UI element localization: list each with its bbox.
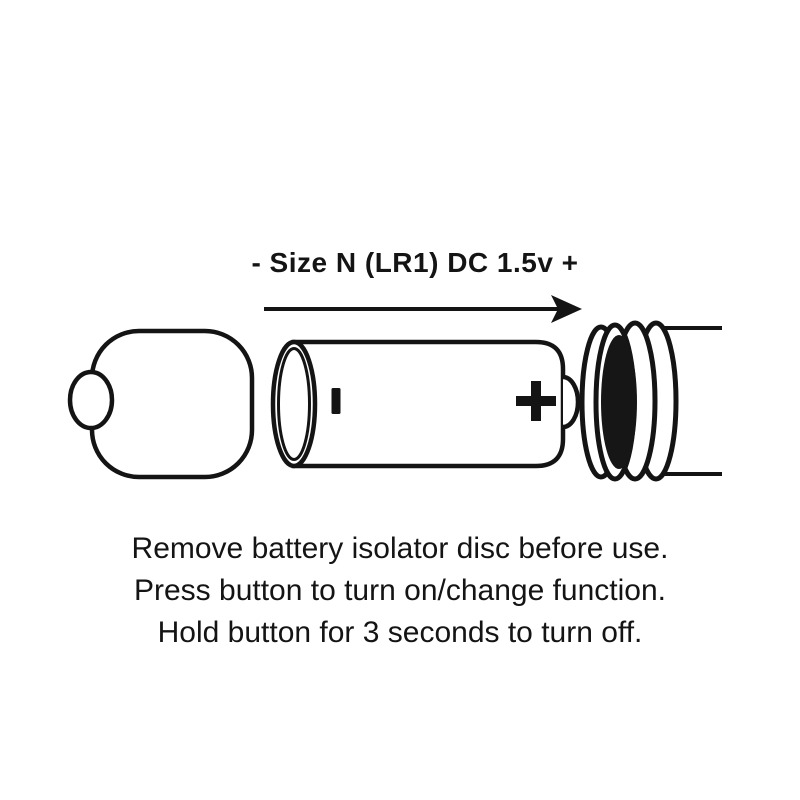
battery-body [291, 339, 566, 469]
instruction-line-1: Remove battery isolator disc before use. [131, 532, 669, 565]
positive-terminal-marker [516, 381, 556, 421]
battery-size-title: - Size N (LR1) DC 1.5v + [251, 247, 579, 278]
instruction-line-2: Press button to turn on/change function. [133, 574, 667, 607]
battery-negative-end-inner-rim [277, 347, 311, 461]
collar-rings [579, 320, 679, 482]
instruction-line-3: Hold button for 3 seconds to turn off. [157, 616, 643, 649]
power-button [67, 369, 115, 431]
usage-instructions: Remove battery isolator disc before use.… [0, 528, 800, 654]
isolator-disc [601, 335, 637, 469]
insert-direction-arrow [264, 295, 582, 323]
negative-terminal-marker [331, 388, 341, 414]
battery [270, 339, 581, 469]
battery-negative-end [270, 339, 318, 469]
end-cap [67, 328, 255, 480]
battery-positive-nub [562, 374, 581, 430]
